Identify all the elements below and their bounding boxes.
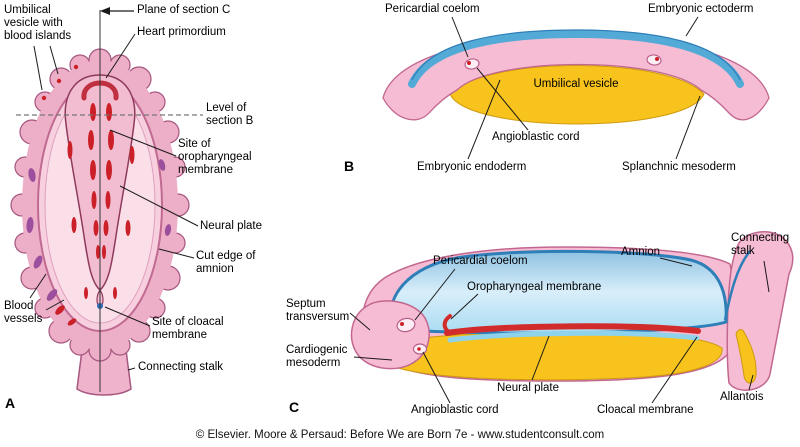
label-angioblastic-cord-c: Angioblastic cord bbox=[411, 404, 499, 416]
pericardial-coelom-shape-c bbox=[396, 317, 416, 333]
panel-c-letter: C bbox=[289, 399, 300, 415]
blood-vessels-marks bbox=[41, 64, 135, 326]
panel-b-letter: B bbox=[344, 158, 355, 174]
panel-a-letter: A bbox=[5, 395, 16, 411]
label-allantois: Allantois bbox=[720, 391, 764, 403]
label-embryonic-endoderm: Embryonic endoderm bbox=[417, 161, 527, 173]
panel-c-leader-lines bbox=[349, 257, 770, 404]
label-heart-primordium: Heart primordium bbox=[137, 26, 226, 38]
oropharyngeal-membrane-shape bbox=[442, 314, 452, 334]
label-site-of-oropharyngeal-membrane: Site of oropharyngeal membrane bbox=[178, 138, 252, 177]
cardiogenic-region-shape bbox=[350, 300, 430, 370]
label-level-of-section-b: Level of section B bbox=[206, 102, 254, 128]
label-umbilical-vesicle-b: Umbilical vesicle bbox=[533, 78, 619, 90]
label-neural-plate-c: Neural plate bbox=[497, 382, 560, 394]
amnion-line bbox=[723, 250, 751, 321]
embryo-dorsal-view-drawing bbox=[10, 7, 203, 396]
left-arrowhead-icon bbox=[100, 7, 110, 15]
label-cardiogenic-mesoderm: Cardiogenic mesoderm bbox=[286, 344, 348, 370]
endoderm-stripe-c bbox=[447, 330, 700, 343]
label-plane-of-section-c: Plane of section C bbox=[137, 4, 231, 16]
label-angioblastic-cord-b: Angioblastic cord bbox=[492, 131, 580, 143]
allantois-shape bbox=[735, 329, 757, 384]
label-cloacal-membrane: Cloacal membrane bbox=[597, 404, 694, 416]
blood-island-marks bbox=[26, 159, 172, 301]
label-amnion: Amnion bbox=[621, 246, 660, 258]
umbilical-vesicle-shape-c bbox=[379, 331, 723, 381]
label-umbilical-vesicle-blood-islands: Umbilical vesicle with blood islands bbox=[4, 4, 72, 43]
label-septum-transversum: Septum transversum bbox=[286, 298, 350, 324]
panel-a-leader-lines bbox=[29, 33, 199, 371]
label-neural-plate-a: Neural plate bbox=[200, 220, 263, 232]
label-blood-vessels: Blood vessels bbox=[4, 300, 43, 326]
neural-plate-stripe-c bbox=[444, 323, 701, 336]
label-cut-edge-of-amnion: Cut edge of amnion bbox=[196, 250, 256, 276]
section-b-drawing bbox=[382, 16, 770, 160]
label-connecting-stalk-a: Connecting stalk bbox=[138, 361, 224, 373]
label-pericardial-coelom-b: Pericardial coelom bbox=[385, 3, 480, 15]
ectoderm-strip-b bbox=[408, 29, 744, 88]
umbilical-vesicle-shape-b bbox=[449, 65, 705, 125]
label-connecting-stalk-c: Connecting stalk bbox=[731, 232, 790, 258]
label-embryonic-ectoderm: Embryonic ectoderm bbox=[648, 3, 754, 15]
figure-credit: © Elsevier. Moore & Persaud: Before We a… bbox=[195, 429, 605, 441]
panel-b-leader-lines bbox=[451, 16, 701, 160]
section-c-drawing bbox=[349, 231, 794, 404]
amniotic-cavity-shape bbox=[388, 249, 728, 335]
label-site-of-cloacal-membrane: Site of cloacal membrane bbox=[152, 316, 224, 342]
label-oropharyngeal-membrane: Oropharyngeal membrane bbox=[467, 281, 602, 293]
label-splanchnic-mesoderm: Splanchnic mesoderm bbox=[622, 161, 736, 173]
label-pericardial-coelom-c: Pericardial coelom bbox=[433, 255, 528, 267]
